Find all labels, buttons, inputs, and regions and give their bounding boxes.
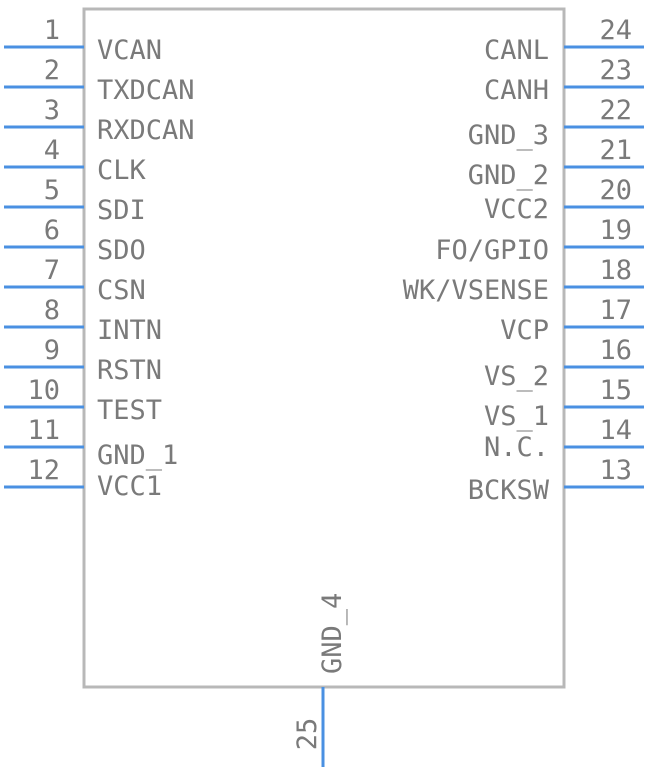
- pin-number-8: 8: [44, 295, 60, 326]
- pin-number-17: 17: [599, 295, 632, 326]
- pin-label-24: CANL: [484, 35, 549, 66]
- pin-number-11: 11: [27, 415, 60, 446]
- pin-label-3: RXDCAN: [97, 115, 195, 146]
- pin-label-11: GND_1: [97, 440, 178, 471]
- component-body: [82, 7, 566, 689]
- pin-label-20: VCC2: [484, 194, 549, 225]
- pin-label-1: VCAN: [97, 35, 162, 66]
- pin-label-12: VCC1: [97, 471, 162, 502]
- pin-number-2: 2: [44, 55, 60, 86]
- pin-label-6: SDO: [97, 235, 146, 266]
- pin-label-13: BCKSW: [468, 475, 550, 506]
- pin-label-2: TXDCAN: [97, 75, 195, 106]
- pin-label-25: GND_4: [317, 593, 348, 674]
- pin-label-5: SDI: [97, 195, 146, 226]
- pin-number-10: 10: [27, 375, 60, 406]
- pin-number-6: 6: [44, 215, 60, 246]
- pin-number-4: 4: [44, 135, 60, 166]
- pin-label-7: CSN: [97, 275, 146, 306]
- pin-number-18: 18: [599, 255, 632, 286]
- pin-number-1: 1: [44, 15, 60, 46]
- pin-label-16: VS_2: [484, 361, 549, 392]
- pin-label-19: FO/GPIO: [435, 235, 549, 266]
- pin-label-4: CLK: [97, 155, 147, 186]
- pin-number-5: 5: [44, 175, 60, 206]
- pin-label-10: TEST: [97, 395, 162, 426]
- pin-label-22: GND_3: [468, 120, 549, 151]
- pin-number-24: 24: [599, 15, 632, 46]
- pin-number-7: 7: [44, 255, 60, 286]
- pin-number-22: 22: [599, 95, 632, 126]
- pin-label-14: N.C.: [484, 432, 549, 463]
- pin-number-23: 23: [599, 55, 632, 86]
- pin-number-12: 12: [27, 455, 60, 486]
- pin-label-18: WK/VSENSE: [403, 275, 549, 306]
- pin-number-19: 19: [599, 215, 632, 246]
- pin-label-8: INTN: [97, 315, 162, 346]
- pin-label-15: VS_1: [484, 401, 549, 432]
- pin-number-21: 21: [599, 135, 632, 166]
- pin-number-20: 20: [599, 175, 632, 206]
- pin-label-9: RSTN: [97, 355, 162, 386]
- pin-label-17: VCP: [500, 315, 549, 346]
- pin-number-14: 14: [599, 415, 632, 446]
- pin-number-9: 9: [44, 335, 60, 366]
- pin-number-3: 3: [44, 95, 60, 126]
- pin-label-21: GND_2: [468, 160, 549, 191]
- pin-number-25: 25: [292, 718, 323, 751]
- pin-label-23: CANH: [484, 75, 549, 106]
- pin-number-16: 16: [599, 335, 632, 366]
- pin-number-15: 15: [599, 375, 632, 406]
- pin-number-13: 13: [599, 455, 632, 486]
